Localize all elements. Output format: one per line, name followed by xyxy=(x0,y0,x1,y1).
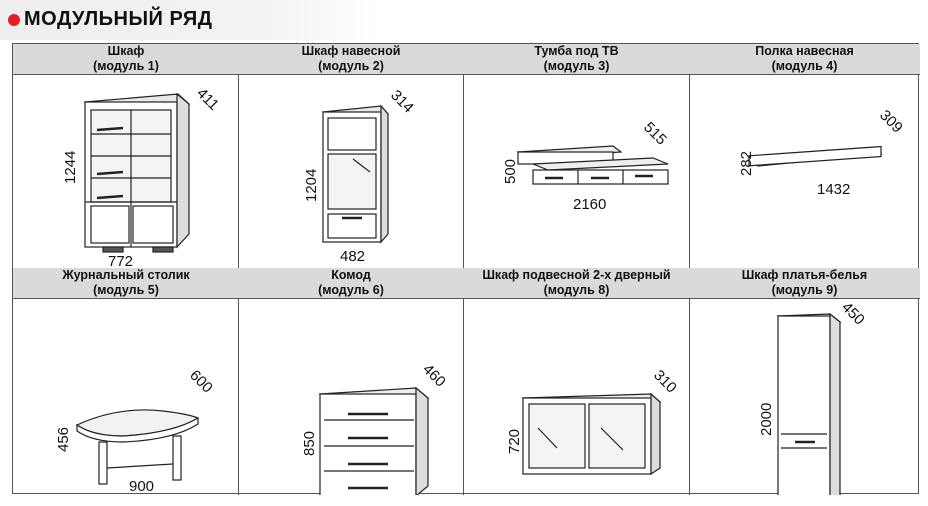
wall-shelf-drawing: 1432 282 309 xyxy=(738,107,906,198)
module-header: Шкаф подвесной 2-х дверный (модуль 8) xyxy=(463,268,690,299)
module-name: Полка навесная xyxy=(755,44,854,58)
height-dimension: 720 xyxy=(506,429,523,454)
depth-dimension: 600 xyxy=(186,367,216,397)
header-banner: МОДУЛЬНЫЙ РЯД xyxy=(0,0,380,40)
module-header: Тумба под ТВ (модуль 3) xyxy=(463,44,690,75)
module-name: Комод xyxy=(331,268,371,282)
module-number: (модуль 2) xyxy=(318,59,384,73)
module-name: Журнальный столик xyxy=(62,268,190,282)
width-dimension: 482 xyxy=(340,248,365,265)
module-header: Шкаф (модуль 1) xyxy=(13,44,239,75)
module-cell-8: Шкаф подвесной 2-х дверный (модуль 8) 10… xyxy=(463,268,690,495)
module-header: Полка навесная (модуль 4) xyxy=(689,44,920,75)
module-header: Журнальный столик (модуль 5) xyxy=(13,268,239,299)
tall-wardrobe-drawing: 600 2000 450 xyxy=(758,299,868,495)
width-dimension: 1040 xyxy=(593,493,626,495)
wardrobe-drawing: 772 1244 411 xyxy=(62,85,222,269)
module-number: (модуль 9) xyxy=(771,283,838,297)
height-dimension: 1204 xyxy=(303,169,320,202)
bullet-dot-icon xyxy=(8,14,20,26)
height-dimension: 2000 xyxy=(758,403,775,436)
module-name: Тумба под ТВ xyxy=(534,44,619,58)
width-dimension: 2160 xyxy=(573,196,606,213)
module-header: Комод (модуль 6) xyxy=(238,268,464,299)
module-name: Шкаф навесной xyxy=(301,44,401,58)
module-header: Шкаф навесной (модуль 2) xyxy=(238,44,464,75)
depth-dimension: 411 xyxy=(193,85,222,114)
tv-stand-drawing: 2160 500 515 xyxy=(502,119,670,213)
module-number: (модуль 1) xyxy=(93,59,159,73)
height-dimension: 500 xyxy=(502,159,519,184)
page-title: МОДУЛЬНЫЙ РЯД xyxy=(24,8,213,30)
module-table: Шкаф (модуль 1) 772 xyxy=(12,43,920,495)
depth-dimension: 310 xyxy=(650,367,680,397)
module-name: Шкаф платья-белья xyxy=(741,268,868,282)
coffee-table-drawing: 900 456 600 xyxy=(55,367,216,495)
module-cell-3: Тумба под ТВ (модуль 3) 2160 500 515 xyxy=(463,44,690,269)
module-cell-6: Комод (модуль 6) 800 850 460 xyxy=(238,268,464,495)
width-dimension: 900 xyxy=(129,478,154,495)
module-cell-9: Шкаф платья-белья (модуль 9) 600 2000 45… xyxy=(689,268,920,495)
module-number: (модуль 4) xyxy=(771,59,838,73)
depth-dimension: 309 xyxy=(876,107,906,137)
module-number: (модуль 6) xyxy=(318,283,384,297)
module-number: (модуль 3) xyxy=(543,59,610,73)
hanging-cabinet-drawing: 1040 720 310 xyxy=(506,367,680,495)
depth-dimension: 515 xyxy=(640,119,670,149)
depth-dimension: 460 xyxy=(419,361,449,391)
module-name: Шкаф xyxy=(107,44,145,58)
depth-dimension: 450 xyxy=(838,299,868,329)
module-header: Шкаф платья-белья (модуль 9) xyxy=(689,268,920,299)
wall-cabinet-drawing: 482 1204 314 xyxy=(303,87,417,265)
module-cell-5: Журнальный столик (модуль 5) 900 456 600 xyxy=(13,268,239,495)
module-cell-4: Полка навесная (модуль 4) 1432 282 309 xyxy=(689,44,920,269)
module-number: (модуль 8) xyxy=(543,283,610,297)
chest-of-drawers-drawing: 800 850 460 xyxy=(301,361,449,495)
height-dimension: 850 xyxy=(301,431,318,456)
depth-dimension: 314 xyxy=(387,87,417,117)
height-dimension: 456 xyxy=(55,427,72,452)
module-name: Шкаф подвесной 2-х дверный xyxy=(482,268,671,282)
width-dimension: 772 xyxy=(108,253,133,269)
width-dimension: 1432 xyxy=(817,181,850,198)
module-cell-1: Шкаф (модуль 1) 772 xyxy=(13,44,239,269)
module-cell-2: Шкаф навесной (модуль 2) 482 1204 314 xyxy=(238,44,464,269)
height-dimension: 282 xyxy=(738,151,755,176)
module-number: (модуль 5) xyxy=(93,283,159,297)
height-dimension: 1244 xyxy=(62,151,79,184)
